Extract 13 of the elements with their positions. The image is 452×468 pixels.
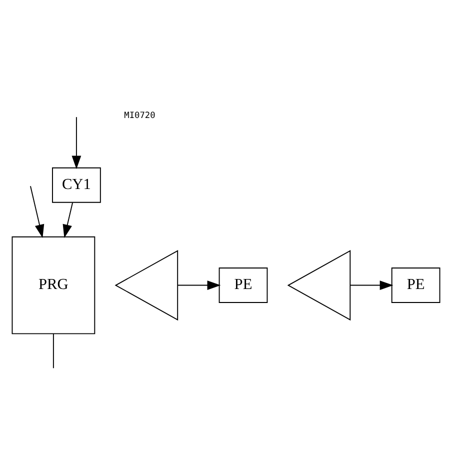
node-box: PE [218,268,268,304]
arrow [350,280,394,290]
connector [52,333,54,369]
node-box: PRG [12,236,96,334]
node-box: CY1 [52,167,101,203]
arrow [177,280,221,290]
arrow [72,116,82,170]
label: MI0720 [124,111,156,122]
arrow [62,202,74,238]
arrow [30,186,44,238]
node-box: PE [391,268,440,304]
node-triangle [287,250,351,321]
node-triangle [114,250,178,321]
